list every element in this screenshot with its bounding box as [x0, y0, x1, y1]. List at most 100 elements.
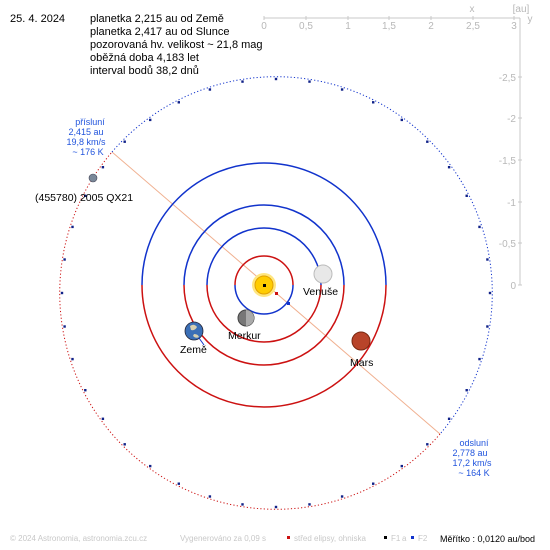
- orbit-point: [426, 140, 429, 143]
- info-sun-distance: planetka 2,417 au od Slunce: [90, 26, 229, 38]
- orbit-point: [426, 443, 429, 446]
- orbit-point: [465, 389, 468, 392]
- date-label: 25. 4. 2024: [10, 13, 65, 25]
- orbit-point: [447, 166, 451, 169]
- orbit-point: [71, 225, 74, 229]
- asteroid-orbit: [59, 76, 493, 510]
- orbit-point: [177, 482, 180, 485]
- orbit-point: [447, 417, 451, 420]
- orbit-point: [101, 166, 105, 169]
- asteroid-orbit-points: [60, 77, 492, 509]
- footer-scale: Měřítko : 0,0120 au/bod: [440, 534, 535, 544]
- mars: Mars: [350, 331, 373, 369]
- footer-copyright: © 2024 Astronomia, astronomia.zcu.cz: [10, 534, 147, 543]
- venus-orbit-south: [206, 284, 322, 343]
- orbit-point: [101, 417, 105, 420]
- ellipse-center-marker: [275, 292, 278, 295]
- y-tick-label: 0: [510, 281, 516, 292]
- y-tick-label: -2: [507, 114, 516, 125]
- mercury-orbit-south: [234, 284, 294, 315]
- x-axis: 0 0,5 1 1,5 2 2,5 3 x [au]: [261, 4, 529, 32]
- orbit-point: [208, 88, 212, 91]
- info-block: planetka 2,215 au od Země planetka 2,417…: [90, 13, 263, 77]
- x-tick-label: 3: [511, 21, 517, 32]
- orbit-point: [400, 118, 403, 122]
- earth-icon: [184, 321, 204, 341]
- orbit-point: [84, 389, 87, 392]
- x-tick-label: 1,5: [382, 21, 396, 32]
- asteroid-icon: [88, 173, 98, 183]
- orbit-point: [149, 118, 152, 122]
- mars-icon: [351, 331, 371, 351]
- footer-f2: F2: [418, 534, 428, 543]
- aphelion-info: odsluní 2,778 au 17,2 km/s ~ 164 K: [452, 438, 492, 478]
- earth-pointer: [198, 337, 205, 346]
- x-tick-label: 2,5: [466, 21, 480, 32]
- aphelion-temperature: ~ 164 K: [458, 468, 489, 478]
- perihelion-info: přísluní 2,415 au 19,8 km/s ~ 176 K: [66, 117, 106, 157]
- orbit-point: [478, 357, 481, 361]
- y-axis-ticks: [518, 76, 522, 286]
- perihelion-temperature: ~ 176 K: [72, 147, 103, 157]
- x-tick-label: 0,5: [299, 21, 313, 32]
- x-axis-unit: [au]: [513, 4, 530, 15]
- mercury: Merkur: [228, 309, 261, 342]
- earth-continents: [190, 324, 199, 338]
- mercury-label: Merkur: [228, 330, 261, 342]
- orbit-point: [208, 495, 212, 498]
- venus: Venuše: [303, 264, 338, 298]
- x-axis-ticks: [263, 16, 515, 20]
- y-tick-label: -0,5: [499, 239, 517, 250]
- footer-generated: Vygenerováno za 0,09 s: [180, 534, 266, 543]
- y-axis-letter: y: [528, 14, 533, 25]
- legend-f2-marker: [411, 536, 414, 539]
- y-axis: -2,5 -2 -1,5 -1 -0,5 0 y: [499, 14, 533, 292]
- asteroid: (455780) 2005 QX21: [35, 173, 133, 204]
- legend-f1-marker: [384, 536, 387, 539]
- x-tick-label: 2: [428, 21, 434, 32]
- y-tick-label: -2,5: [499, 73, 517, 84]
- perihelion-distance: 2,415 au: [68, 127, 103, 137]
- perihelion-title: přísluní: [75, 117, 105, 127]
- planet-orbits: [141, 162, 387, 408]
- y-tick-label: -1: [507, 198, 516, 209]
- x-tick-label: 1: [345, 21, 351, 32]
- orbit-point: [486, 325, 489, 328]
- orbit-point: [372, 482, 375, 485]
- mars-orbit-north: [141, 162, 387, 286]
- orbit-point: [241, 80, 244, 83]
- x-tick-label: 0: [261, 21, 267, 32]
- orbit-point: [478, 225, 481, 229]
- orbit-point: [340, 88, 344, 91]
- aphelion-distance: 2,778 au: [452, 448, 487, 458]
- earth-orbit-north: [183, 204, 345, 286]
- orbit-point: [274, 77, 278, 81]
- asteroid-orbit-blue: [111, 76, 493, 435]
- footer-f1: F1: [391, 534, 401, 543]
- x-axis-letter: x: [470, 4, 475, 15]
- aphelion-speed: 17,2 km/s: [452, 458, 492, 468]
- venus-label: Venuše: [303, 286, 338, 298]
- venus-orbit-north: [206, 227, 322, 286]
- legend-center-marker: [287, 536, 290, 539]
- focus-f2-marker: [287, 302, 290, 305]
- orbit-point: [123, 140, 126, 143]
- footer: © 2024 Astronomia, astronomia.zcu.cz Vyg…: [10, 534, 535, 544]
- orbit-point: [84, 194, 87, 197]
- orbit-point: [486, 258, 489, 261]
- info-magnitude: pozorovaná hv. velikost ~ 21,8 mag: [90, 39, 263, 51]
- sun: [252, 273, 276, 297]
- info-period: oběžná doba 4,183 let: [90, 52, 199, 64]
- asteroid-label: (455780) 2005 QX21: [35, 192, 133, 204]
- info-earth-distance: planetka 2,215 au od Země: [90, 13, 224, 25]
- mercury-shading: [246, 310, 254, 326]
- earth: Země: [180, 321, 207, 356]
- orbit-point: [400, 464, 403, 468]
- orbit-point: [241, 503, 244, 506]
- sun-focus-marker: [263, 284, 266, 287]
- aphelion-title: odsluní: [459, 438, 489, 448]
- orbit-point: [149, 464, 152, 468]
- orbit-point: [63, 325, 66, 328]
- perihelion-speed: 19,8 km/s: [66, 137, 106, 147]
